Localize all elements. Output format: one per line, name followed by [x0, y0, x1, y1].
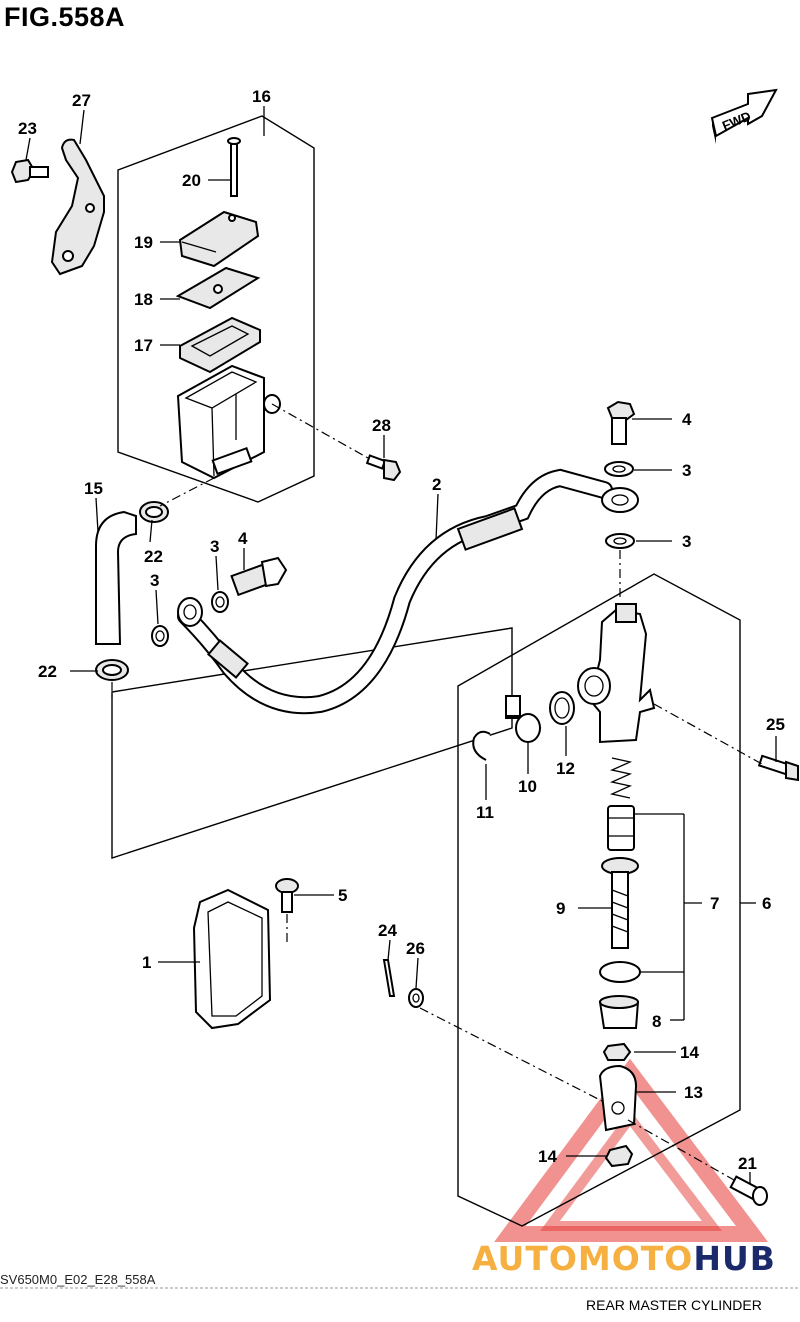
- plate-part-18: [175, 266, 261, 310]
- callout-11: 11: [476, 803, 494, 822]
- callout-24: 24: [378, 921, 397, 940]
- callout-25: 25: [766, 715, 785, 734]
- callout-3-left-b: 3: [150, 571, 159, 590]
- clamp-part-22-upper: [139, 501, 169, 523]
- watermark-logo: [494, 1058, 769, 1242]
- callout-10: 10: [518, 777, 537, 796]
- watermark-text-moto: MOTO: [578, 1239, 693, 1278]
- group-box-16: [117, 115, 315, 503]
- callout-6: 6: [762, 894, 771, 913]
- cotter-pin-part-24: [382, 959, 396, 997]
- watermark-triangle-inner: [540, 1109, 723, 1231]
- screw-part-5: [275, 878, 299, 913]
- callout-7: 7: [710, 894, 719, 913]
- callout-4-right: 4: [682, 410, 692, 429]
- callout-20: 20: [182, 171, 201, 190]
- spring-part-7: [609, 757, 633, 799]
- callout-1: 1: [142, 953, 151, 972]
- dash-13-21: [627, 1119, 735, 1181]
- callout-13: 13: [684, 1083, 703, 1102]
- callout-22-lower: 22: [38, 662, 57, 681]
- callout-17: 17: [134, 336, 153, 355]
- clamp-part-22-lower: [95, 659, 129, 681]
- callout-8: 8: [652, 1012, 661, 1031]
- callout-2: 2: [432, 475, 441, 494]
- banjo-bolt-part-4-left: [230, 556, 288, 597]
- bolt-part-23: [10, 158, 49, 184]
- callout-18: 18: [134, 290, 153, 309]
- nut-part-14-upper: [602, 1042, 632, 1061]
- circlip-part-11: [472, 730, 491, 761]
- callout-3-right-a: 3: [682, 461, 691, 480]
- callout-26: 26: [406, 939, 425, 958]
- piston-part-7: [607, 805, 635, 851]
- callout-15: 15: [84, 479, 103, 498]
- clevis-part-13: [598, 1064, 638, 1132]
- cap-part-19: [178, 210, 260, 268]
- watermark-text: AUTOMOTOHUB: [472, 1239, 776, 1278]
- hose-part-15: [95, 510, 137, 645]
- watermark-triangle-outer: [494, 1058, 769, 1242]
- callout-3-left-a: 3: [210, 537, 219, 556]
- fwd-arrow-icon: FWD: [710, 88, 778, 144]
- circlip-part-7: [599, 961, 641, 983]
- figure-caption: REAR MASTER CYLINDER: [586, 1297, 762, 1313]
- banjo-bolt-part-4-right: [606, 400, 636, 445]
- dash-res-hose: [159, 477, 215, 507]
- watermark-text-hub: HUB: [693, 1239, 776, 1278]
- washer-part-3-right-b: [605, 533, 635, 549]
- nut-part-14-lower: [604, 1144, 634, 1168]
- group-box-6: [457, 573, 741, 1227]
- callout-21: 21: [738, 1154, 757, 1173]
- callout-23: 23: [18, 119, 37, 138]
- callout-19: 19: [134, 233, 153, 252]
- group-box-hose: [111, 627, 513, 859]
- pushrod-part-9: [601, 857, 639, 949]
- reservoir-part-16: [176, 364, 281, 480]
- pin-part-21: [729, 1175, 768, 1206]
- callout-22-upper: 22: [144, 547, 163, 566]
- washer-part-3-left-b: [151, 625, 169, 647]
- washer-part-3-right-a: [604, 461, 634, 477]
- figure-title: FIG.558A: [4, 2, 126, 32]
- guard-part-1: [192, 888, 272, 1030]
- washer-part-3-left-a: [211, 591, 229, 613]
- callout-5: 5: [338, 886, 347, 905]
- bracket-part-27: [50, 138, 105, 276]
- figure-code: SV650M0_E02_E28_558A: [0, 1272, 156, 1287]
- master-cylinder-part-6: [577, 603, 656, 744]
- o-ring-part-12: [549, 691, 575, 725]
- screw-part-20: [227, 137, 241, 197]
- callout-3-right-b: 3: [682, 532, 691, 551]
- callout-4-left: 4: [238, 529, 248, 548]
- callout-12: 12: [556, 759, 575, 778]
- watermark-text-auto: AUTO: [472, 1239, 578, 1278]
- connector-part-10: [505, 695, 542, 743]
- bolt-part-28: [365, 454, 402, 482]
- diaphragm-part-17: [179, 316, 261, 374]
- bolt-part-25: [757, 754, 799, 782]
- dash-res-bracket: [271, 403, 369, 459]
- callout-14-upper: 14: [680, 1043, 699, 1062]
- callout-16: 16: [252, 87, 271, 106]
- washer-part-26: [408, 988, 424, 1008]
- callout-27: 27: [72, 91, 91, 110]
- callout-9: 9: [556, 899, 565, 918]
- dash-cyl-25: [653, 703, 763, 765]
- dash-26-13: [419, 1007, 605, 1103]
- callout-28: 28: [372, 416, 391, 435]
- callout-14-lower: 14: [538, 1147, 557, 1166]
- brake-hose-part-2: [177, 468, 639, 715]
- boot-part-8: [598, 995, 640, 1029]
